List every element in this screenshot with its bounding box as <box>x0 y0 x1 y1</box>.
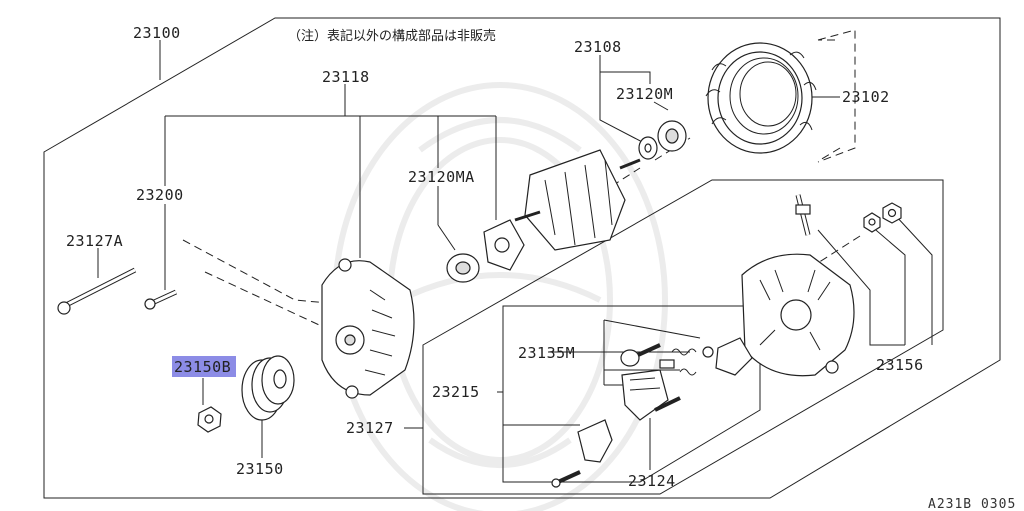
nut-23150B <box>197 406 222 433</box>
rectifier-bracket <box>551 419 613 488</box>
part-label-23215[interactable]: 23215 <box>432 383 480 401</box>
part-label-23127[interactable]: 23127 <box>346 419 394 437</box>
part-label-23120M[interactable]: 23120M <box>616 85 673 103</box>
part-label-23150[interactable]: 23150 <box>236 460 284 478</box>
part-label-23135M[interactable]: 23135M <box>518 344 575 362</box>
part-label-23102[interactable]: 23102 <box>842 88 890 106</box>
nut-23156-b <box>882 202 902 224</box>
bearing-retainer <box>483 219 525 271</box>
washer <box>638 136 658 160</box>
part-label-highlight <box>172 356 236 377</box>
part-label-23127A[interactable]: 23127A <box>66 232 123 250</box>
part-label-23124[interactable]: 23124 <box>628 472 676 490</box>
long-bolt-23127A <box>57 267 137 315</box>
part-label-23100[interactable]: 23100 <box>133 24 181 42</box>
regulator-23124 <box>621 369 681 421</box>
part-label-23200[interactable]: 23200 <box>136 186 184 204</box>
pulley-23150 <box>241 355 295 421</box>
rear-housing <box>741 253 855 377</box>
part-label-23150B[interactable]: 23150B <box>174 358 231 376</box>
nut-23156-a <box>863 212 881 233</box>
brush-holder-23135M <box>620 337 753 376</box>
part-label-23156[interactable]: 23156 <box>876 356 924 374</box>
part-label-23120MA[interactable]: 23120MA <box>408 168 475 186</box>
bearing-23120MA <box>446 253 480 283</box>
part-label-23118[interactable]: 23118 <box>322 68 370 86</box>
brush-holder-frame <box>502 305 761 483</box>
screw-23200 <box>144 289 178 310</box>
stator-23102 <box>705 42 817 154</box>
front-housing <box>321 258 415 399</box>
rotor-23108 <box>514 149 641 251</box>
note-text: （注）表記以外の構成部品は非販売 <box>288 28 496 44</box>
rear-housing-frame <box>422 179 944 495</box>
part-label-23108[interactable]: 23108 <box>574 38 622 56</box>
assembly-frame <box>43 17 1001 499</box>
bearing-23120M <box>657 120 687 152</box>
diagram-code: A231B 0305 <box>928 497 1016 511</box>
terminal-bolt <box>795 194 811 236</box>
